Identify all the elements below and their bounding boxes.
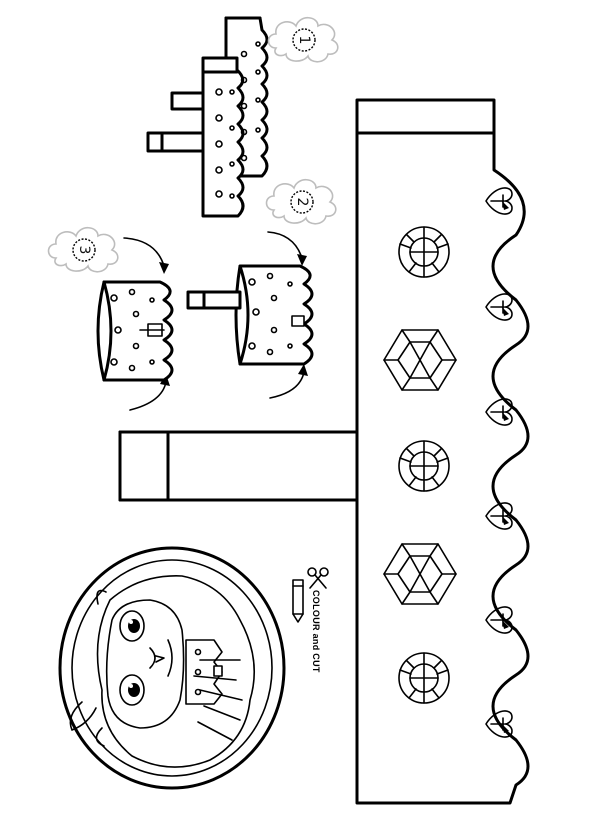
heart-gem <box>485 502 513 530</box>
step-1-badge: 1 <box>267 16 339 63</box>
crown-strip <box>355 98 530 805</box>
heart-gem <box>485 293 513 321</box>
step-2-number: 2 <box>294 198 310 207</box>
diamond-gem-2 <box>383 543 457 605</box>
step-1-number: 1 <box>296 36 312 45</box>
step-2-badge: 2 <box>265 178 337 225</box>
round-gem-3 <box>398 652 450 704</box>
lion-medallion <box>58 546 286 790</box>
step-2-diagram <box>186 231 314 399</box>
crown-band-strap <box>118 430 359 502</box>
colour-and-cut-label: COLOUR and CUT <box>311 590 321 673</box>
diamond-gem-1 <box>383 329 457 391</box>
step-3-badge: 3 <box>47 226 119 273</box>
step-3-number: 3 <box>76 246 92 255</box>
scissors-icon <box>307 567 329 589</box>
round-gem-2 <box>398 440 450 492</box>
heart-gem <box>485 187 513 215</box>
step-1-diagram <box>146 16 269 218</box>
step-3-diagram <box>96 237 174 411</box>
colour-and-cut-instruction: COLOUR and CUT <box>292 567 329 673</box>
round-gem-1 <box>398 226 450 278</box>
pencil-icon <box>292 579 304 623</box>
